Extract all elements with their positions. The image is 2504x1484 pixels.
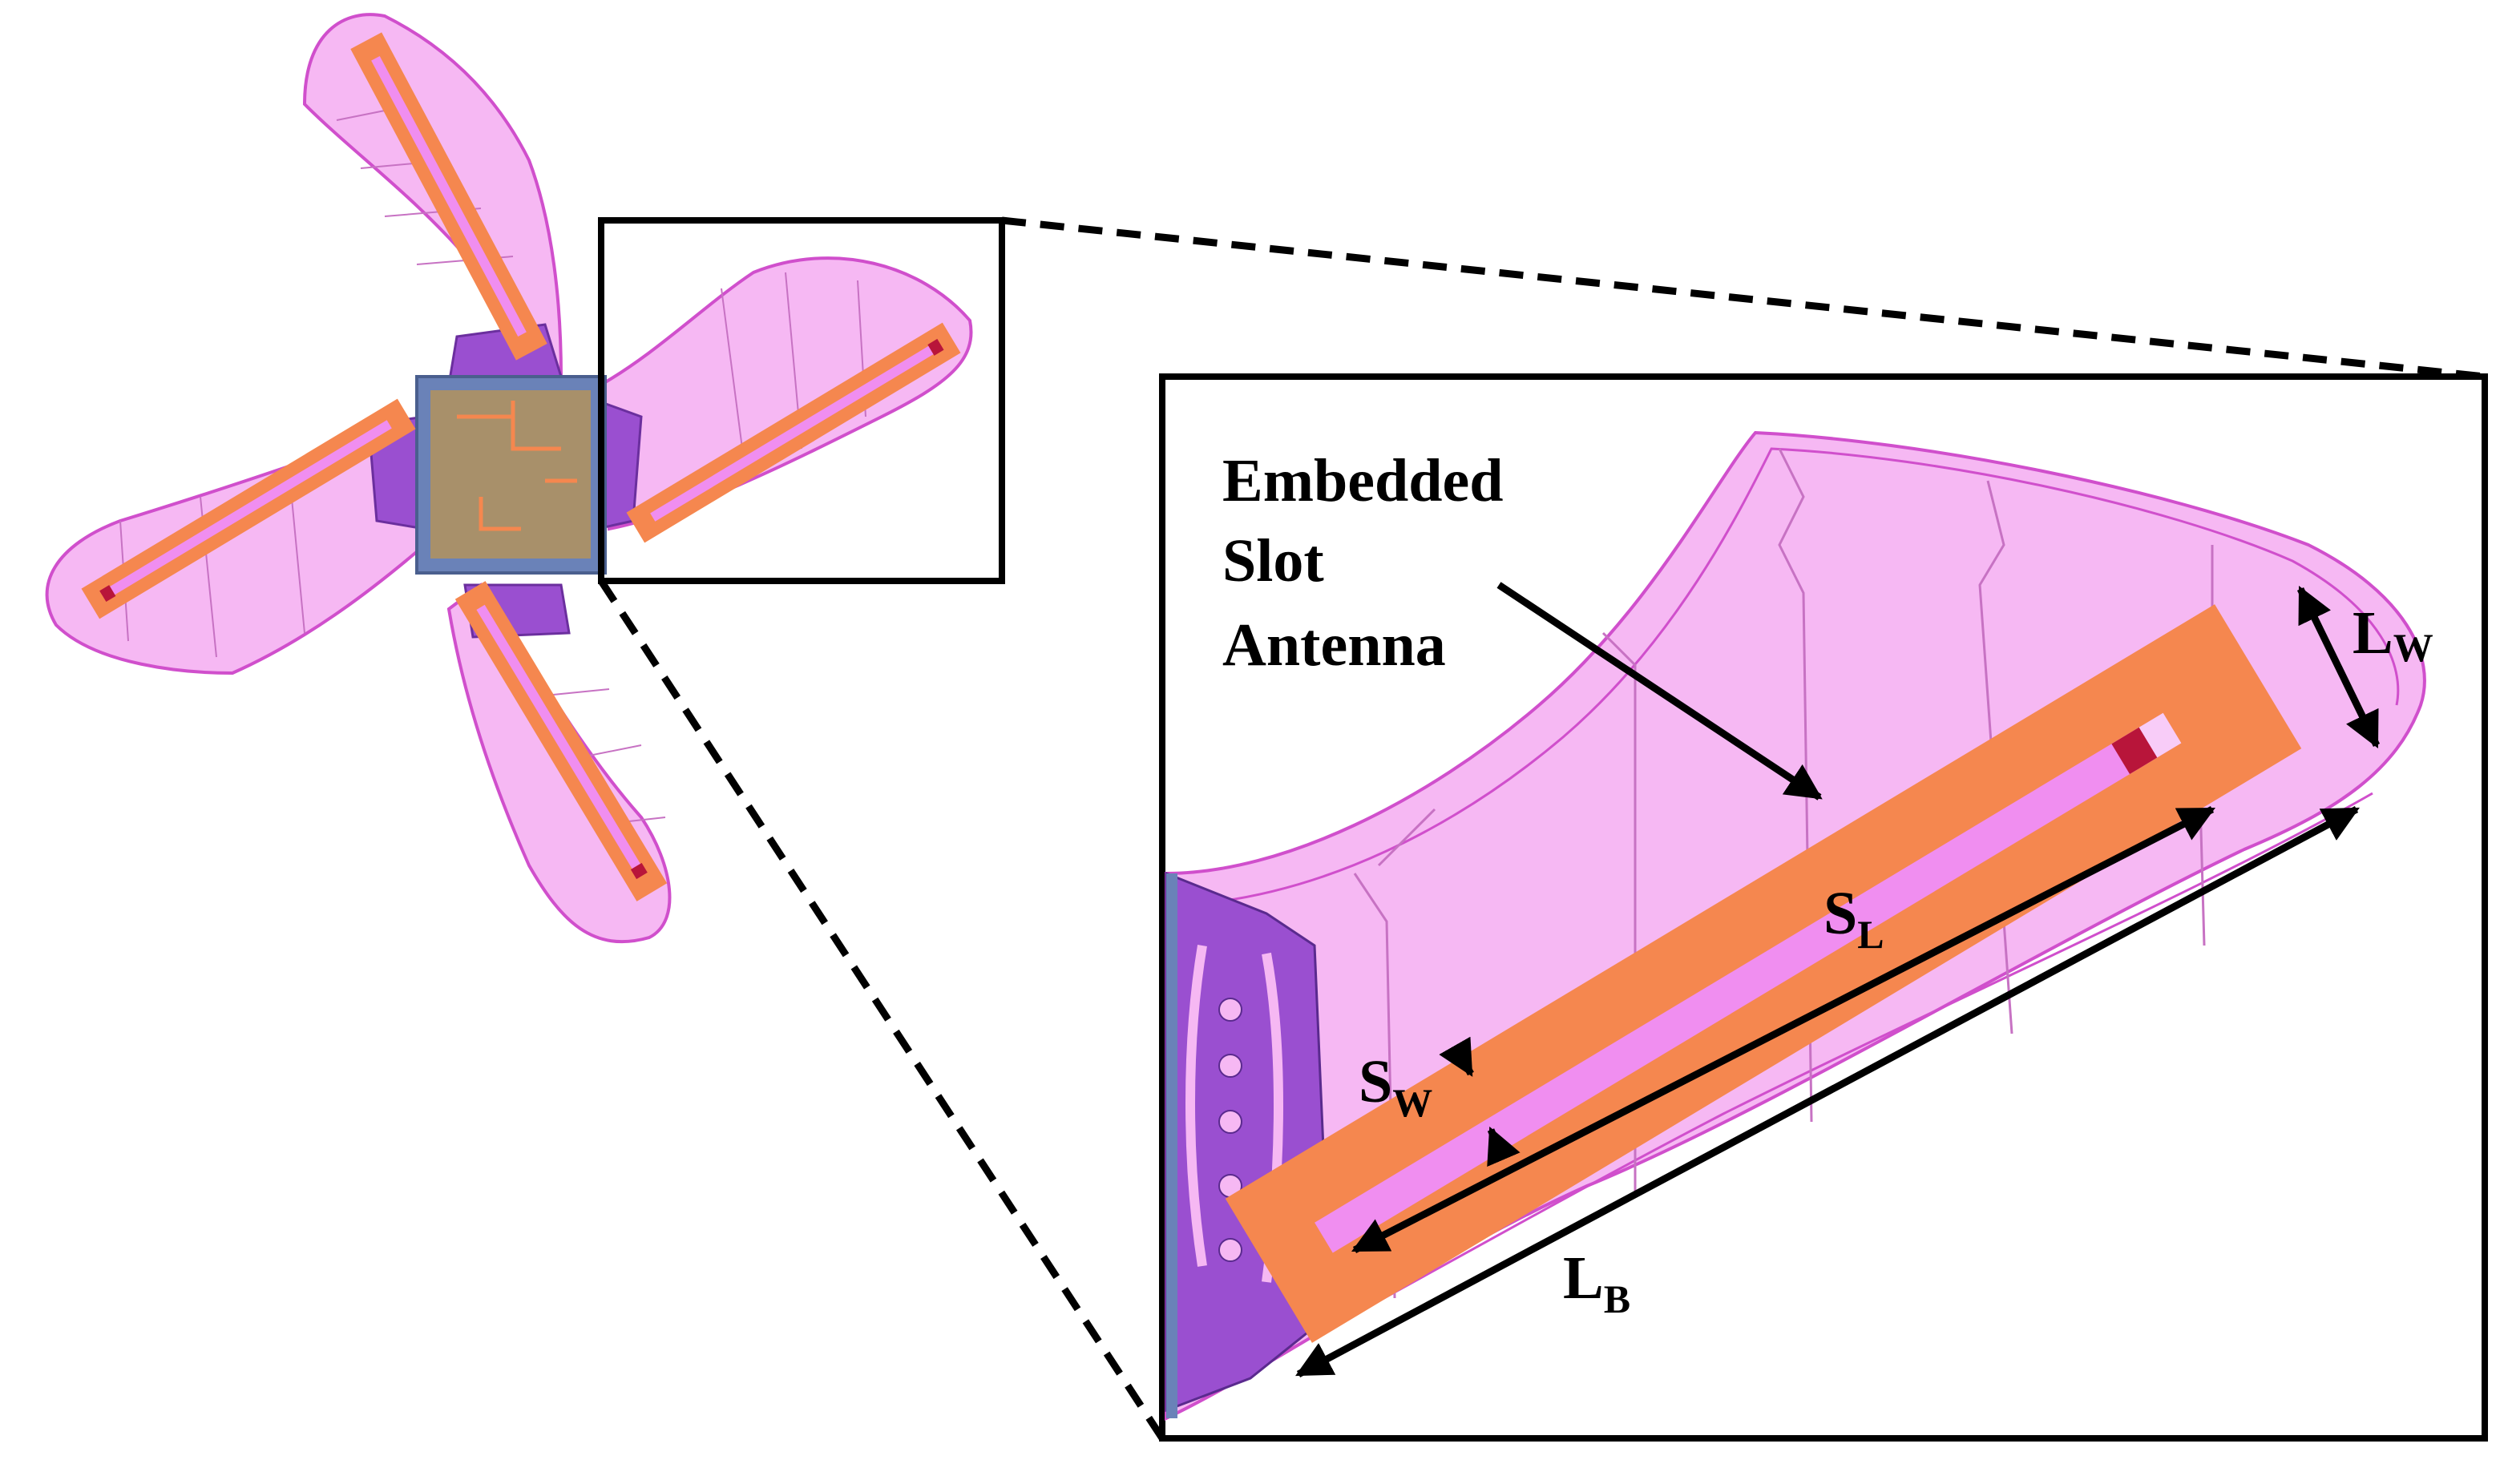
zoom-source-box — [598, 217, 1005, 584]
wing-right — [599, 256, 973, 531]
overview-antennas — [81, 32, 961, 901]
label-s-w: SW — [1359, 1048, 1432, 1125]
label-s-l: SL — [1823, 880, 1884, 957]
label-l-w: LW — [2353, 599, 2433, 670]
zoom-inset: Embedded Slot Antenna SL SW LW LB — [1159, 373, 2488, 1442]
central-hub — [415, 375, 607, 575]
overview-drone — [45, 13, 973, 944]
callout-line-3: Antenna — [1222, 611, 1446, 679]
callout-line-2: Slot — [1222, 527, 1324, 595]
wing-left — [45, 414, 426, 675]
label-l-b: LB — [1563, 1244, 1630, 1321]
dimension-arrows — [1295, 582, 2381, 1377]
callout-line-1: Embedded — [1222, 447, 1504, 514]
zoom-guides — [598, 216, 2486, 1441]
